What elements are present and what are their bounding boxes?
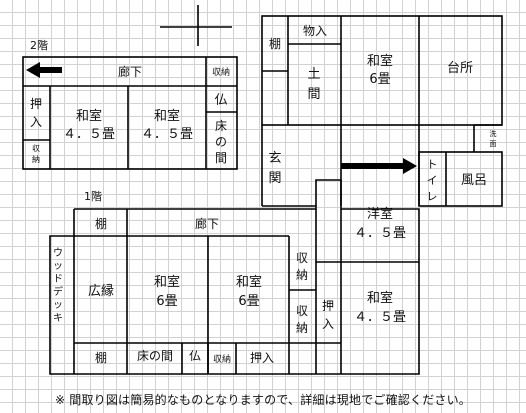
second-floor-closet-label-1: 押: [30, 97, 42, 111]
kitchen-label: 台所: [447, 61, 473, 76]
second-floor-altar-label: 仏: [214, 93, 227, 108]
second-floor-closet-storage-2: 納: [32, 154, 40, 164]
entrance-2: 関: [268, 171, 281, 186]
second-floor-room-b-size: ４．５畳: [141, 127, 193, 142]
second-floor-alcove-2: の: [215, 135, 227, 149]
room-mid-name: 和室: [236, 274, 262, 290]
storage-2-b: 納: [296, 321, 308, 335]
stair-arrow-icon-1f: [403, 158, 417, 174]
entrance-1: 玄: [268, 151, 281, 166]
shelf-bottom-label: 棚: [95, 350, 107, 365]
wood-deck-label: ウ ッ ド デ ッ キ: [53, 247, 63, 324]
room-right-name: 和室: [367, 290, 393, 306]
shelf-top-label: 棚: [269, 36, 281, 51]
alcove-label: 床の間: [137, 349, 173, 363]
second-floor-closet-storage-1: 収: [32, 143, 40, 153]
second-floor-closet-label-2: 入: [30, 115, 42, 129]
washroom-label-1: 洗: [490, 129, 497, 138]
first-floor-main: [49, 179, 420, 375]
svg-text:キ: キ: [53, 313, 63, 324]
first-floor-upper: [261, 15, 503, 207]
altar-label: 仏: [189, 349, 201, 363]
second-floor-room-a-name: 和室: [76, 108, 102, 124]
second-floor-alcove-1: 床: [215, 119, 227, 133]
north-arrow-icon: [160, 5, 232, 46]
svg-text:デ: デ: [53, 285, 63, 298]
room-left-size: 6畳: [156, 294, 177, 309]
closet-bottom-label: 押入: [250, 351, 274, 365]
western-room-size: ４．５畳: [354, 226, 406, 241]
washroom-label-2: 面: [490, 140, 497, 148]
svg-text:ド: ド: [53, 274, 63, 285]
closet-right-a: 押: [322, 299, 334, 313]
floor-label-1f: 1階: [84, 189, 102, 203]
room-left-name: 和室: [154, 274, 180, 290]
room-mid-size: 6畳: [238, 294, 259, 309]
toilet-1: ト: [427, 158, 438, 171]
second-floor-plan: [22, 56, 238, 170]
stair-arrow-icon: [26, 62, 40, 78]
bath-label: 風呂: [461, 173, 487, 188]
second-floor-room-b-name: 和室: [154, 108, 180, 124]
earthen-floor-1: 土: [307, 67, 320, 82]
earthen-floor-2: 間: [307, 87, 320, 102]
disclaimer-note: ※ 間取り図は簡易的なものとなりますので、詳細は現地でご確認ください。: [54, 393, 472, 407]
toilet-2: イ: [427, 174, 438, 187]
toilet-3: レ: [427, 190, 438, 203]
storage-bottom-label: 収納: [213, 353, 231, 365]
svg-text:ッ: ッ: [53, 300, 63, 311]
storage-room-label: 物入: [303, 24, 327, 38]
closet-right-b: 入: [322, 317, 334, 331]
washitsu-6-name: 和室: [367, 53, 393, 69]
washitsu-6-size: 6畳: [369, 72, 390, 87]
western-room-name: 洋室: [367, 206, 393, 222]
room-right-size: ４．５畳: [354, 310, 406, 325]
second-floor-corridor-label: 廊下: [118, 64, 142, 79]
svg-text:ウ: ウ: [53, 247, 63, 259]
second-floor-alcove-3: 間: [215, 151, 227, 165]
shelf-label: 棚: [95, 216, 107, 231]
storage-1-b: 納: [296, 268, 308, 282]
second-floor-room-a-size: ４．５畳: [63, 127, 115, 142]
floor-label-2f: 2階: [30, 38, 48, 52]
svg-text:ッ: ッ: [53, 261, 63, 272]
veranda-label: 広縁: [88, 283, 114, 299]
second-floor-storage-label: 収納: [212, 66, 230, 78]
storage-2-a: 収: [296, 304, 308, 318]
storage-1-a: 収: [296, 251, 308, 265]
first-floor-corridor-label: 廊下: [195, 216, 219, 231]
